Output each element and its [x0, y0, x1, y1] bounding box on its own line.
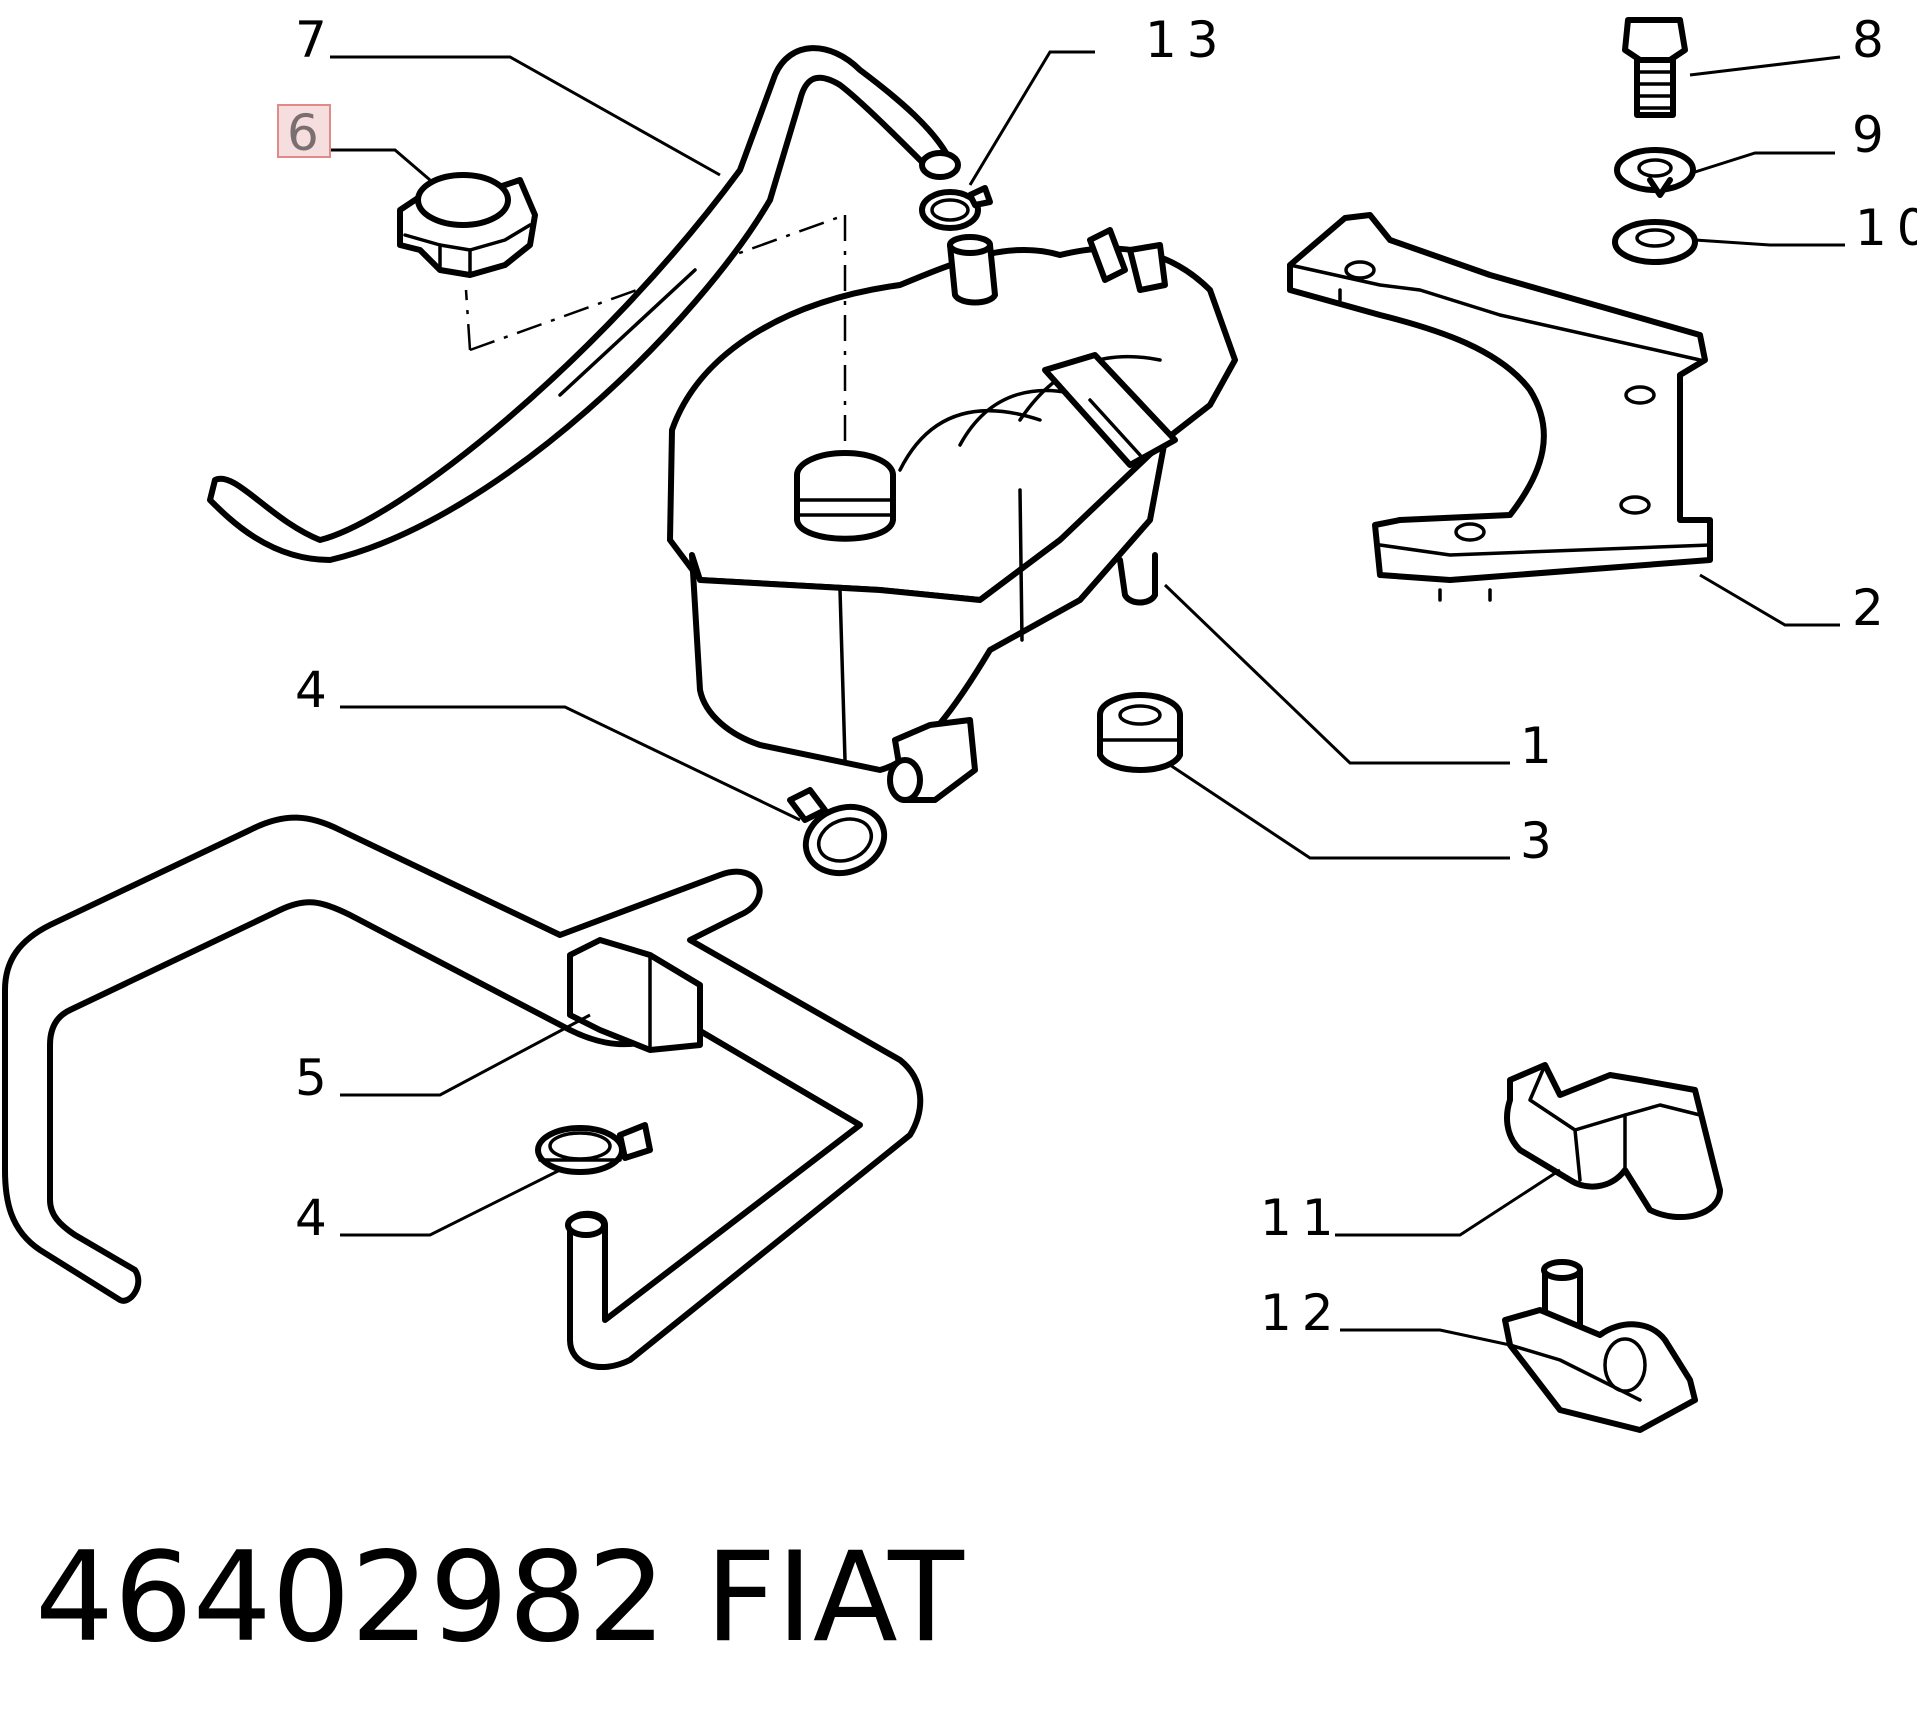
callout-6[interactable]: 6 [287, 104, 329, 162]
washer-9 [1614, 147, 1696, 198]
hose-clamp-4-upper [787, 787, 888, 877]
clip-11 [1504, 1062, 1723, 1221]
bolt-8 [1622, 17, 1688, 118]
callout-4-lower[interactable]: 4 [295, 1189, 337, 1247]
leader-lines [316, 50, 1845, 1347]
expansion-tank [667, 227, 1238, 803]
callout-5[interactable]: 5 [295, 1049, 337, 1107]
assembly-lines [464, 213, 847, 455]
clamp-13 [919, 185, 993, 231]
callout-numbers: 7 6 13 8 9 10 2 1 3 4 5 4 11 12 [287, 11, 1917, 1342]
callout-4-upper[interactable]: 4 [295, 661, 337, 719]
callout-1[interactable]: 1 [1520, 717, 1562, 775]
hose-clamp-4-lower [535, 1122, 653, 1175]
grommet-3 [1097, 692, 1183, 773]
clip-12 [1502, 1259, 1698, 1433]
callout-11[interactable]: 11 [1260, 1189, 1344, 1247]
hose-7 [207, 45, 961, 563]
filler-cap [397, 172, 538, 278]
hose-5 [2, 814, 924, 1371]
callout-10[interactable]: 10 [1855, 199, 1917, 257]
part-number: 46402982 [35, 1526, 666, 1670]
callout-12[interactable]: 12 [1260, 1284, 1344, 1342]
washer-10 [1612, 219, 1698, 265]
callout-2[interactable]: 2 [1852, 579, 1894, 637]
callout-6-highlight [277, 104, 331, 158]
caption: 46402982 FIAT [35, 1526, 965, 1670]
callout-13[interactable]: 13 [1145, 11, 1229, 69]
brand-name: FIAT [705, 1526, 965, 1670]
callout-7[interactable]: 7 [295, 11, 337, 69]
callout-3[interactable]: 3 [1520, 812, 1562, 870]
callout-8[interactable]: 8 [1852, 11, 1894, 69]
bracket-2 [1287, 212, 1713, 602]
callout-9[interactable]: 9 [1852, 106, 1894, 164]
